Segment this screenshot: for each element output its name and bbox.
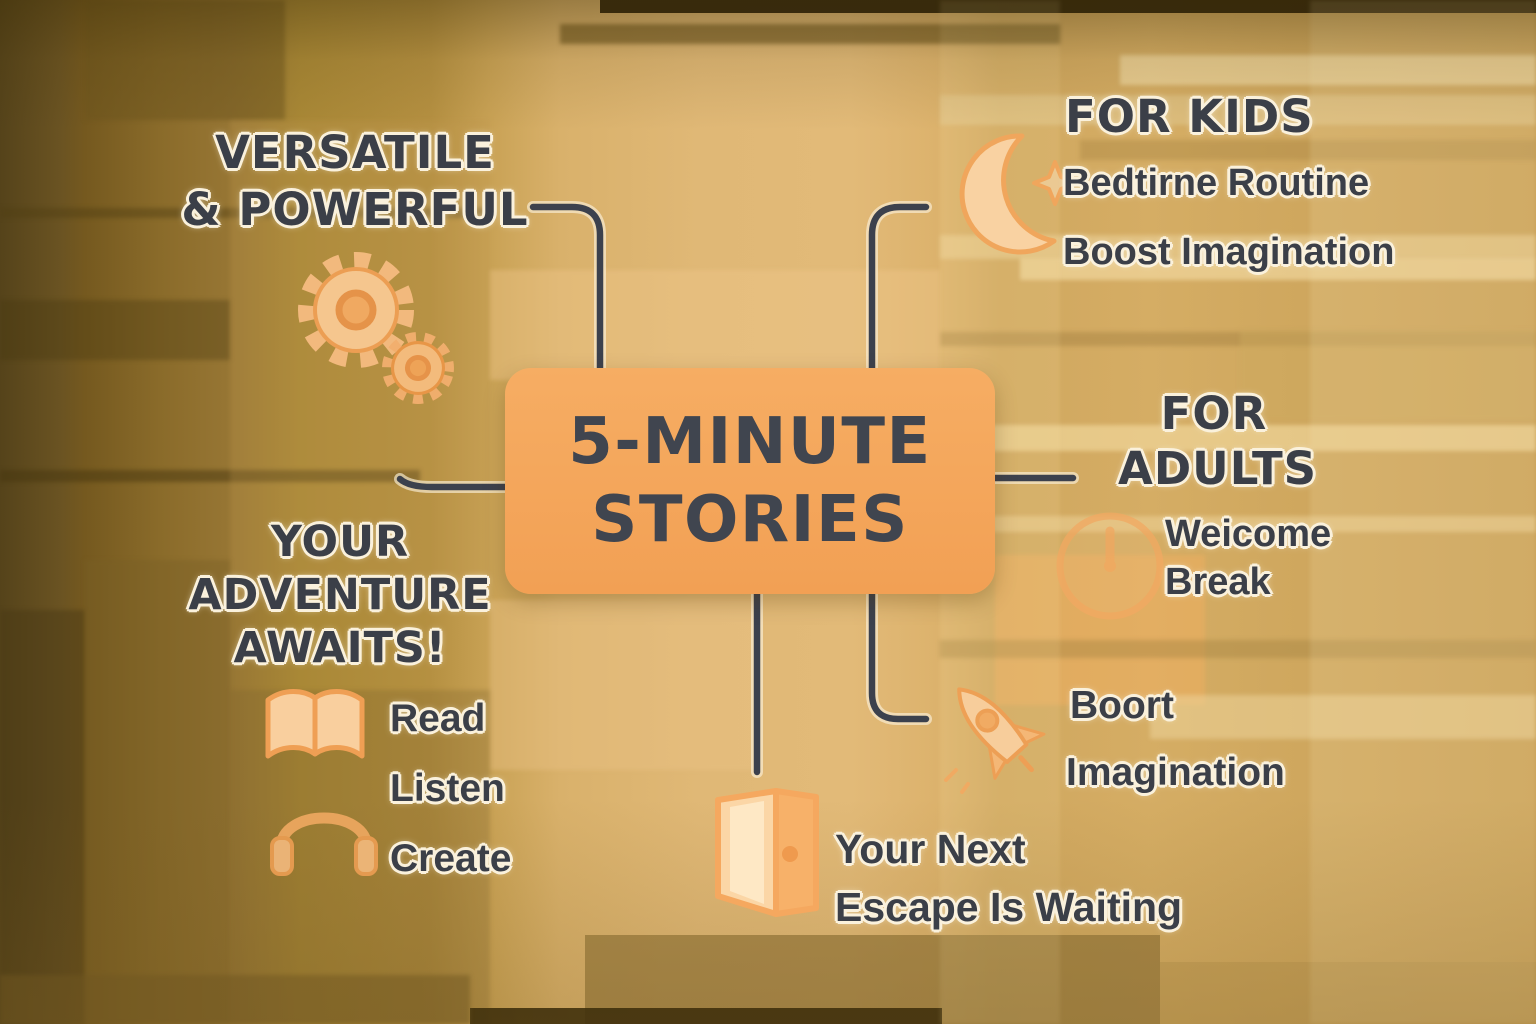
branch-adventure-heading: YOUR ADVENTURE AWAITS! — [160, 516, 520, 675]
door-icon — [715, 788, 819, 917]
versatile-line1: VERSATILE — [215, 126, 495, 179]
connector-bottom-right — [868, 588, 930, 723]
background-streak — [0, 208, 490, 218]
boost-imagination-line1: Boort — [1070, 684, 1174, 727]
book-icon — [265, 689, 365, 759]
central-title-line1: 5-MINUTE — [568, 405, 932, 479]
background-streak — [940, 425, 1536, 451]
background-streak — [0, 300, 230, 360]
background-streak — [1080, 140, 1536, 160]
background-streak — [490, 600, 760, 770]
background-streak — [1020, 258, 1536, 280]
gears-icon — [298, 252, 454, 404]
background-streak — [470, 1008, 942, 1024]
welcome-line: Weicome — [1165, 513, 1332, 555]
headphones-icon — [270, 812, 378, 876]
branch-for-kids-heading: FOR KIDS — [1065, 90, 1314, 143]
background-streak — [1160, 962, 1536, 1024]
adventure-item-read: Read — [390, 697, 486, 740]
central-topic-box: 5-MINUTE STORIES — [505, 368, 995, 594]
background-streak — [995, 555, 1205, 705]
escape-line1: Your Next — [835, 826, 1026, 872]
background-streak — [600, 0, 1536, 13]
background-streak — [1310, 0, 1536, 1024]
clock-icon — [1056, 512, 1164, 620]
branch-versatile-heading: VERSATILE & POWERFUL — [175, 124, 535, 238]
adventure-item-listen: Listen — [390, 767, 505, 810]
for-adults-item-welcome-break: Weicome Break — [1165, 510, 1331, 606]
branch-for-adults-heading: FOR ADULTS — [1118, 386, 1318, 496]
background-streak — [940, 95, 1536, 125]
adventure-line1: YOUR — [270, 517, 410, 567]
rocket-icon — [944, 687, 1046, 794]
background-streak — [940, 332, 1536, 346]
for-adults-line2: ADULTS — [1118, 442, 1318, 495]
for-adults-line1: FOR — [1160, 387, 1268, 440]
background-streak — [0, 610, 85, 1024]
background-streak — [1120, 55, 1536, 85]
escape-line2: Escape Is Waiting — [835, 884, 1183, 930]
break-line: Break — [1165, 561, 1271, 603]
adventure-line2: ADVENTURE — [188, 570, 492, 620]
boost-imagination-line2: Imagination — [1066, 751, 1285, 794]
background-streak — [0, 470, 420, 482]
background-streak — [85, 0, 285, 120]
background-streak — [85, 560, 230, 1024]
background-streak — [0, 975, 470, 1024]
background-streak — [1150, 695, 1536, 739]
central-title-line2: STORIES — [591, 483, 909, 557]
background-streak — [230, 120, 490, 600]
adventure-item-create: Create — [390, 837, 512, 880]
adventure-line3: AWAITS! — [233, 623, 447, 673]
background-streak — [560, 24, 1060, 44]
for-kids-item-2: Boost Imagination — [1063, 231, 1395, 273]
moon-icon — [959, 133, 1077, 255]
background-streak — [940, 640, 1536, 658]
for-kids-item-1: Bedtirne Routine — [1063, 162, 1370, 204]
escape-caption: Your Next Escape Is Waiting — [835, 820, 1182, 936]
background-streak — [1240, 330, 1536, 420]
background-streak — [490, 270, 940, 380]
versatile-line2: & POWERFUL — [181, 183, 529, 236]
